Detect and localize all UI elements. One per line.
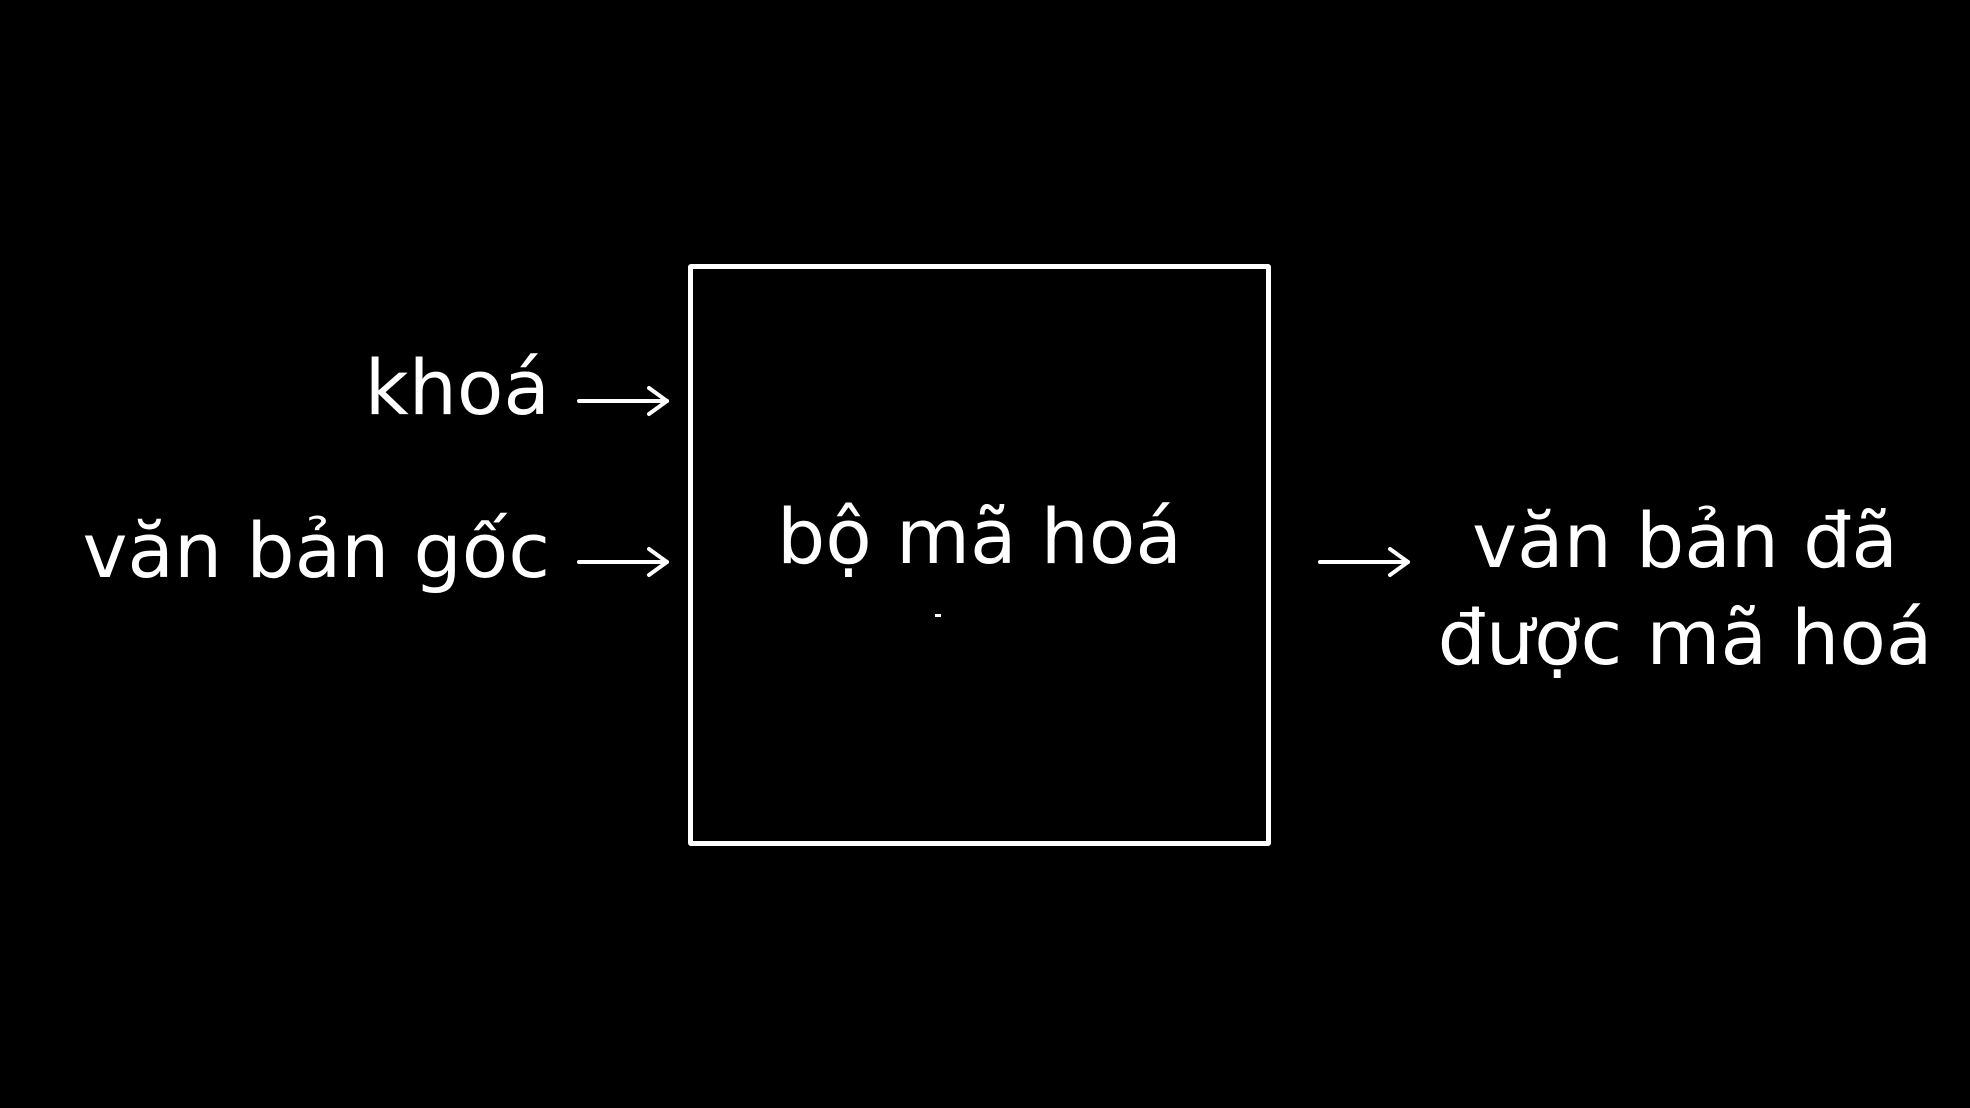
output-label-line-1: văn bản đã	[1472, 496, 1898, 585]
input-label-plaintext: văn bản gốc	[82, 506, 550, 595]
encoder-box: bộ mã hoá	[688, 264, 1271, 846]
input-label-key: khoá	[364, 343, 550, 432]
output-label-line-2: được mã hoá	[1437, 593, 1933, 682]
encoder-mark	[935, 614, 941, 617]
output-label: văn bản đã được mã hoá	[1420, 492, 1950, 686]
encoder-label: bộ mã hoá	[777, 492, 1182, 581]
right-arrow-icon	[577, 386, 669, 416]
right-arrow-icon	[577, 547, 669, 577]
right-arrow-icon	[1318, 547, 1410, 577]
